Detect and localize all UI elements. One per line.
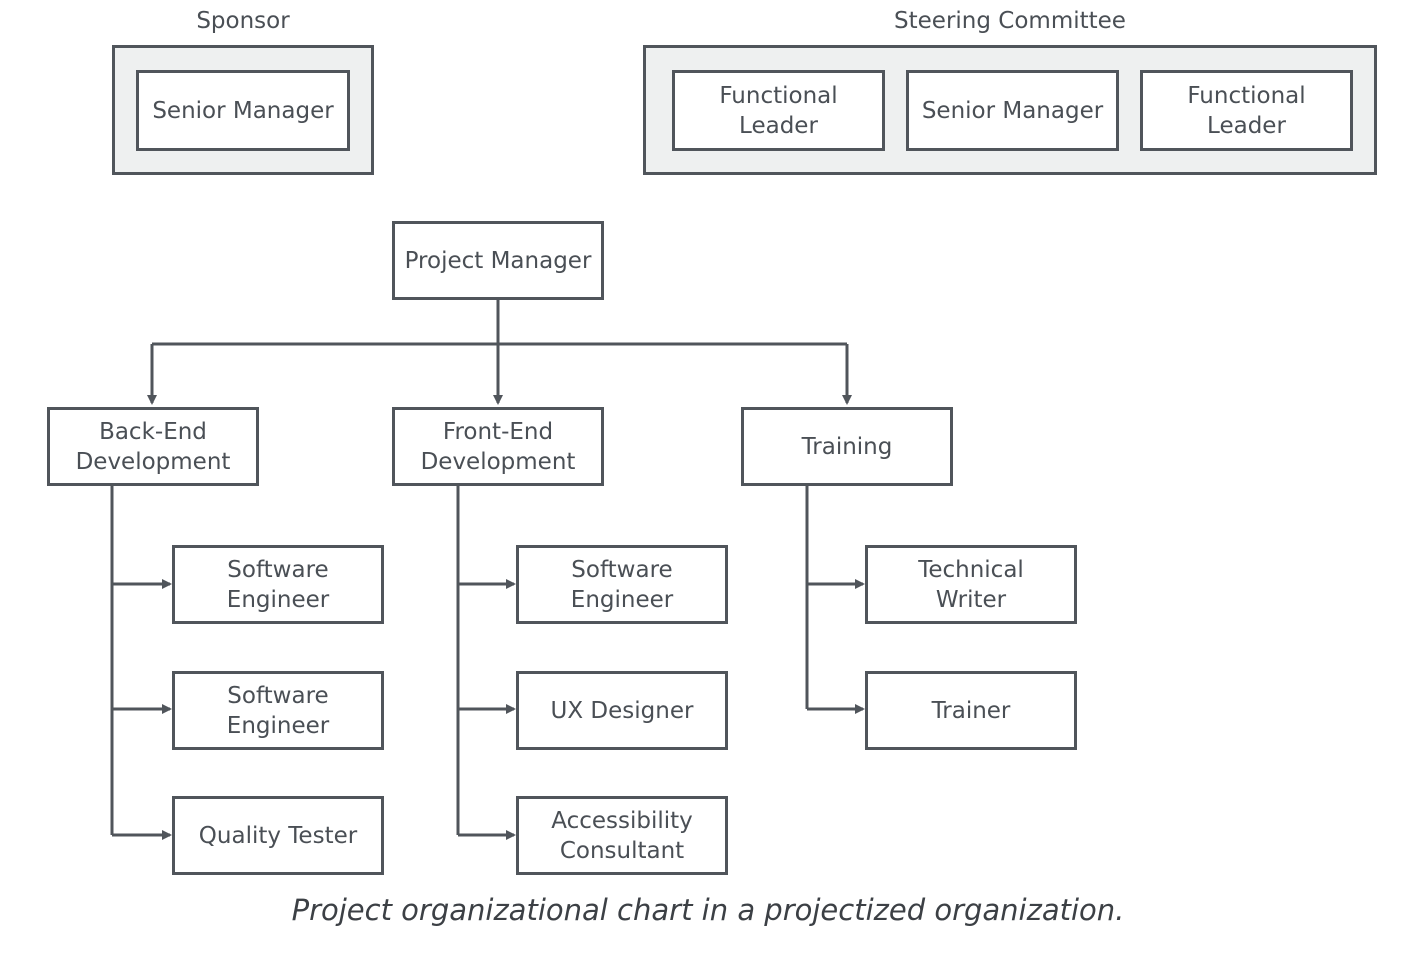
project-manager-node: Project Manager: [392, 221, 604, 300]
back-end-development-node: Back-End Development: [47, 407, 259, 486]
accessibility-consultant-node: Accessibility Consultant: [516, 796, 728, 875]
trainer-node: Trainer: [865, 671, 1077, 750]
front-end-development-node: Front-End Development: [392, 407, 604, 486]
steering-functional-leader-node-1: Functional Leader: [672, 70, 885, 151]
sponsor-senior-manager-node: Senior Manager: [136, 70, 350, 151]
be-software-engineer-node-1: Software Engineer: [172, 545, 384, 624]
steering-senior-manager-node: Senior Manager: [906, 70, 1119, 151]
training-node: Training: [741, 407, 953, 486]
sponsor-label: Sponsor: [196, 8, 290, 34]
quality-tester-node: Quality Tester: [172, 796, 384, 875]
steering-functional-leader-node-2: Functional Leader: [1140, 70, 1353, 151]
steering-committee-label: Steering Committee: [894, 8, 1126, 34]
technical-writer-node: Technical Writer: [865, 545, 1077, 624]
fe-software-engineer-node: Software Engineer: [516, 545, 728, 624]
be-software-engineer-node-2: Software Engineer: [172, 671, 384, 750]
ux-designer-node: UX Designer: [516, 671, 728, 750]
figure-caption: Project organizational chart in a projec…: [291, 893, 1125, 927]
